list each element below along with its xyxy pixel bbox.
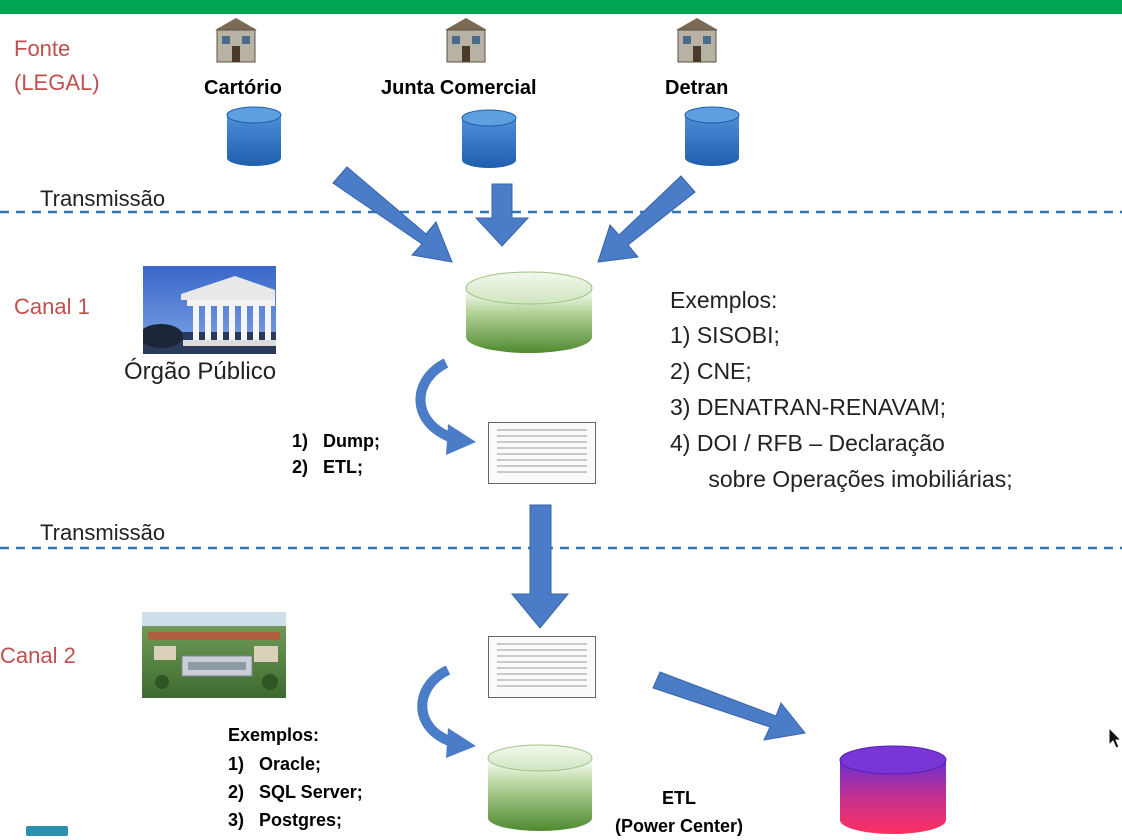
canal2-example-item: 3) Postgres;: [228, 810, 343, 830]
power-center-database-icon: [839, 745, 947, 834]
canal2-example-item: 2) SQL Server;: [228, 782, 363, 802]
building-icon: [676, 18, 718, 63]
canal1-example-item: 4) DOI / RFB – Declaração: [670, 430, 945, 456]
canal2-database-icon: [487, 744, 593, 831]
canal1-example-item: sobre Operações imobiliárias;: [670, 466, 1013, 492]
canal1-examples-title: Exemplos:: [670, 287, 778, 313]
canal2-label: Canal 2: [0, 643, 76, 668]
arrow-junta-to-canal1: [474, 183, 530, 247]
canal1-example-item: 2) CNE;: [670, 358, 752, 384]
arrow-detran-to-canal1: [597, 175, 696, 263]
source-junta-label: Junta Comercial: [381, 77, 537, 99]
orgao-publico-label: Órgão Público: [124, 358, 277, 385]
building-icon: [215, 18, 257, 63]
fonte-legal-label: Fonte (LEGAL): [14, 36, 100, 95]
junta-database-icon: [461, 109, 517, 168]
campus-aerial-photo: [142, 612, 286, 698]
canal1-example-item: 1) SISOBI;: [670, 322, 780, 348]
etl-power-center-label: ETL (Power Center): [615, 788, 744, 836]
canal1-methods-label: 1) Dump; 2) ETL;: [292, 431, 380, 477]
building-icon: [445, 18, 487, 63]
canal2-example-item: 1) Oracle;: [228, 754, 322, 774]
footer-logo-fragment: [26, 826, 68, 836]
arrow-to-power-center: [652, 671, 806, 741]
top-green-bar: [0, 0, 1122, 14]
curved-arrow-canal1: [415, 358, 476, 455]
canal2-data-file-icon: [488, 636, 596, 698]
transmissao-label-1: Transmissão: [40, 186, 166, 211]
curved-arrow-canal2: [417, 665, 476, 758]
public-agency-photo: [143, 266, 276, 354]
canal2-examples-title: Exemplos:: [228, 725, 320, 745]
arrow-cartorio-to-canal1: [332, 166, 453, 263]
canal1-data-file-icon: [488, 422, 596, 484]
detran-database-icon: [684, 106, 740, 166]
transmissao-label-2: Transmissão: [40, 520, 166, 545]
canal1-example-item: 3) DENATRAN-RENAVAM;: [670, 394, 947, 420]
canal1-database-icon: [465, 271, 593, 353]
source-detran-label: Detran: [665, 77, 729, 99]
mouse-cursor-icon: [1108, 727, 1122, 749]
source-cartorio-label: Cartório: [204, 77, 282, 99]
cartorio-database-icon: [226, 106, 282, 166]
canal1-label: Canal 1: [14, 294, 90, 319]
arrow-down-to-canal2: [510, 504, 570, 629]
